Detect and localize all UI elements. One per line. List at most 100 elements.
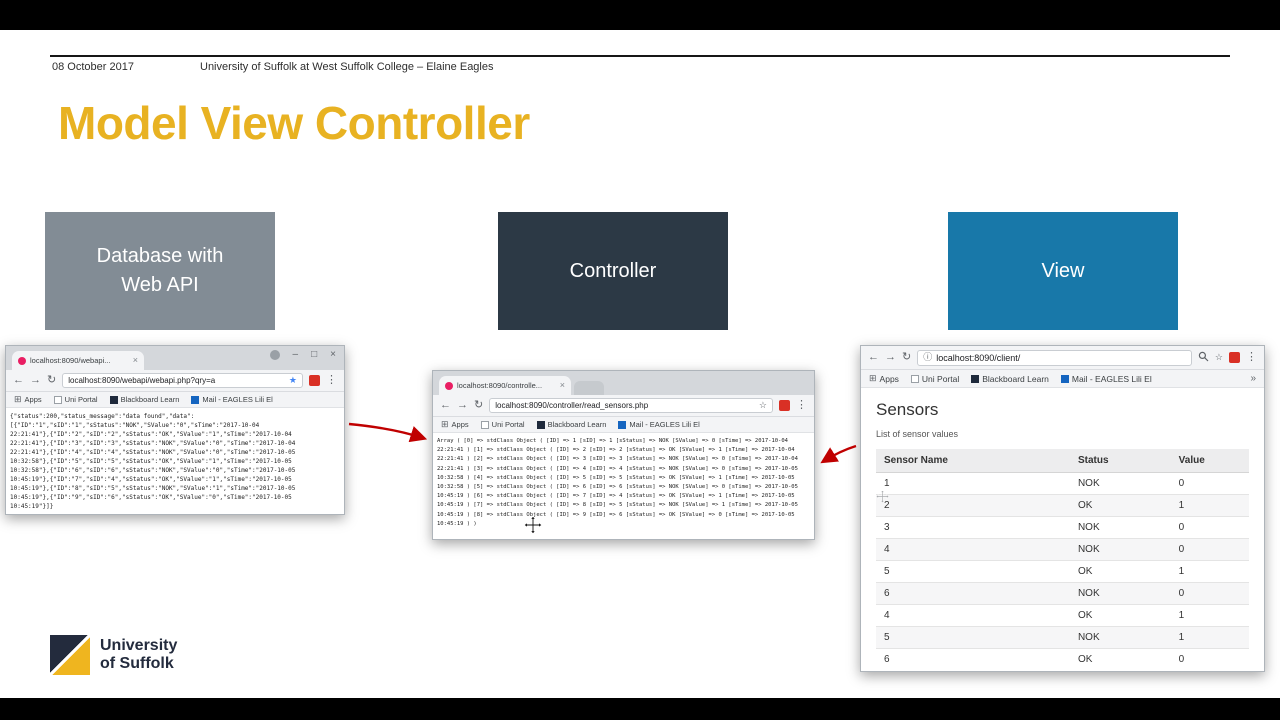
cell-value: 0 [1170, 582, 1249, 605]
refresh-icon[interactable]: ↻ [474, 399, 484, 411]
cell-value: 0 [1170, 538, 1249, 561]
bookmark-blackboard[interactable]: Blackboard Learn [536, 420, 606, 429]
tab-controller[interactable]: localhost:8090/controlle... × [439, 376, 571, 395]
cell-status: NOK [1069, 582, 1171, 605]
cell-status: NOK [1069, 538, 1171, 561]
adblock-extension-icon[interactable] [309, 375, 320, 386]
browser-toolbar: ← → ↻ localhost:8090/controller/read_sen… [433, 395, 814, 417]
tab-stub[interactable] [574, 381, 604, 395]
bookmark-label: Uni Portal [491, 420, 525, 429]
arrow-view-to-controller [820, 444, 857, 464]
bookmark-uni-portal[interactable]: Uni Portal [910, 373, 960, 384]
forward-icon[interactable]: → [885, 351, 896, 363]
menu-icon[interactable]: ⋮ [1246, 351, 1257, 363]
bookmarks-overflow-icon[interactable]: » [1250, 372, 1256, 384]
window-controls: – □ × [269, 349, 336, 360]
browser-toolbar: ← → ↻ ⓘ localhost:8090/client/ ☆ ⋮ [861, 346, 1264, 370]
view-box-label: View [1041, 259, 1085, 282]
mail-favicon [1060, 374, 1069, 383]
forward-icon[interactable]: → [457, 399, 468, 411]
cell-name: 1 [876, 472, 1070, 495]
tab-webapi[interactable]: localhost:8090/webapi... × [12, 351, 144, 370]
cell-status: NOK [1069, 472, 1171, 495]
cell-name: 6 [876, 582, 1070, 605]
address-url: localhost:8090/webapi/webapi.php?qry=a [68, 376, 216, 385]
cell-value: 1 [1170, 560, 1249, 583]
close-icon[interactable]: × [330, 349, 336, 360]
bookmark-star-icon[interactable]: ☆ [758, 400, 767, 410]
cell-status: OK [1069, 604, 1171, 627]
address-bar[interactable]: ⓘ localhost:8090/client/ [917, 349, 1192, 366]
cell-status: OK [1069, 648, 1171, 670]
tab-close-icon[interactable]: × [132, 355, 138, 365]
info-icon[interactable]: ⓘ [923, 352, 933, 362]
bookmark-label: Uni Portal [921, 373, 960, 384]
menu-icon[interactable]: ⋮ [796, 399, 807, 411]
search-icon[interactable] [1198, 349, 1209, 367]
header-rule [50, 55, 1230, 57]
back-icon[interactable]: ← [13, 374, 24, 386]
forward-icon[interactable]: → [30, 374, 41, 386]
bookmark-label: Apps [451, 420, 469, 429]
refresh-icon[interactable]: ↻ [902, 351, 912, 363]
page-title: Model View Controller [58, 97, 530, 149]
page-favicon [480, 420, 489, 429]
bookmark-label: Apps [24, 395, 42, 404]
bookmark-label: Uni Portal [64, 395, 98, 404]
maximize-icon[interactable]: □ [311, 349, 318, 360]
col-status: Status [1069, 449, 1171, 473]
back-icon[interactable]: ← [868, 351, 879, 363]
back-icon[interactable]: ← [440, 399, 451, 411]
bookmark-star-icon[interactable]: ☆ [1214, 352, 1223, 362]
browser-window-view: ← → ↻ ⓘ localhost:8090/client/ ☆ ⋮ ⊞Apps… [860, 345, 1265, 672]
browser-window-controller: localhost:8090/controlle... × ← → ↻ loca… [432, 370, 815, 540]
cell-name: 2 [876, 494, 1070, 517]
menu-icon[interactable]: ⋮ [326, 374, 337, 386]
cell-name: 3 [876, 516, 1070, 539]
bookmark-mail[interactable]: Mail - EAGLES Lili El [191, 395, 273, 404]
bookmark-apps[interactable]: ⊞Apps [14, 395, 42, 405]
mail-favicon [618, 420, 627, 429]
address-bar[interactable]: localhost:8090/webapi/webapi.php?qry=a ★ [62, 373, 303, 388]
bookmark-mail[interactable]: Mail - EAGLES Lili El [1060, 374, 1152, 384]
logo-line1: University [100, 637, 178, 654]
bookmark-blackboard[interactable]: Blackboard Learn [971, 374, 1049, 384]
minimize-icon[interactable]: – [292, 349, 299, 360]
model-box: Database with Web API [45, 212, 275, 330]
slide-date: 08 October 2017 [52, 61, 134, 73]
bookmark-mail[interactable]: Mail - EAGLES Lili El [618, 420, 700, 429]
refresh-icon[interactable]: ↻ [47, 374, 57, 386]
cell-status: OK [1069, 560, 1171, 583]
move-cursor-icon [524, 516, 542, 534]
tab-close-icon[interactable]: × [559, 380, 565, 390]
letterbox-top [0, 0, 1280, 30]
address-url: localhost:8090/controller/read_sensors.p… [495, 401, 649, 410]
bookmark-apps[interactable]: ⊞Apps [441, 420, 469, 430]
profile-avatar[interactable] [269, 350, 280, 360]
bookmark-uni-portal[interactable]: Uni Portal [53, 395, 98, 404]
bookmark-blackboard[interactable]: Blackboard Learn [109, 395, 179, 404]
site-favicon [445, 381, 453, 390]
bookmark-star-icon[interactable]: ★ [288, 375, 297, 385]
slide: 08 October 2017 University of Suffolk at… [0, 30, 1280, 698]
address-bar[interactable]: localhost:8090/controller/read_sensors.p… [489, 398, 773, 413]
cell-value: 0 [1170, 472, 1249, 495]
slide-affiliation: University of Suffolk at West Suffolk Co… [200, 61, 494, 73]
cell-value: 1 [1170, 604, 1249, 627]
cell-value: 0 [1170, 648, 1249, 670]
adblock-extension-icon[interactable] [1229, 352, 1240, 363]
controller-box-label: Controller [569, 259, 657, 282]
bookmark-apps[interactable]: ⊞Apps [869, 374, 899, 384]
bookmarks-bar: ⊞Apps Uni Portal Blackboard Learn Mail -… [861, 370, 1264, 388]
adblock-extension-icon[interactable] [779, 400, 790, 411]
bookmark-uni-portal[interactable]: Uni Portal [480, 420, 525, 429]
cell-name: 4 [876, 538, 1070, 561]
bookmark-label: Blackboard Learn [982, 373, 1049, 384]
